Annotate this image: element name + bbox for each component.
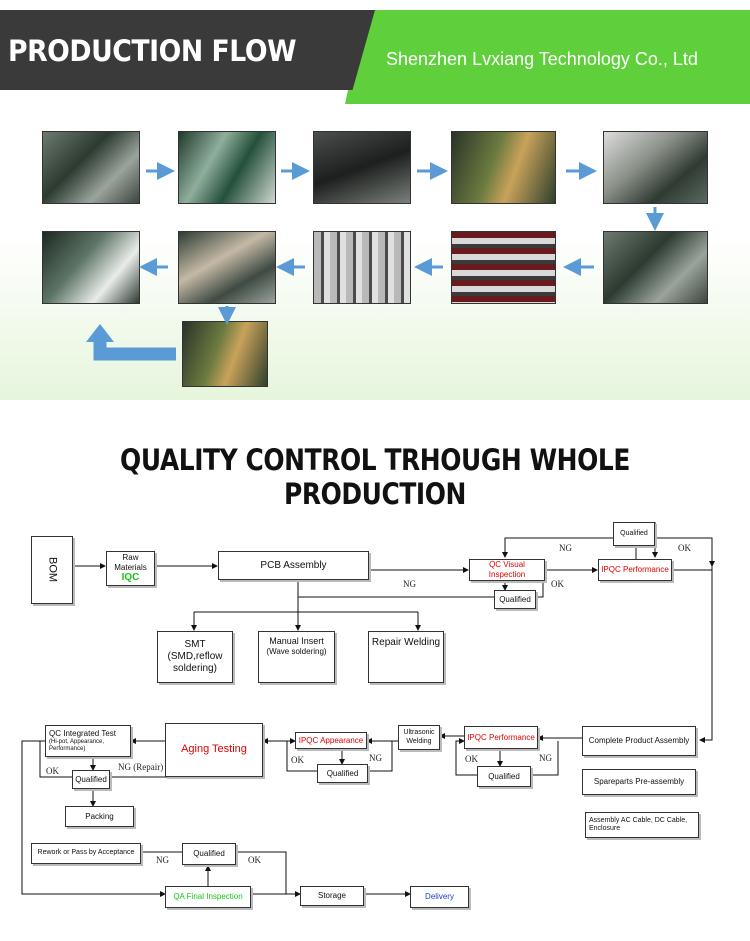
ng-label-1: NG bbox=[559, 543, 572, 553]
qc-integrated-test-box: QC Integrated Test (Hi-pot, Appearance, … bbox=[45, 725, 131, 757]
ok-label-5: OK bbox=[465, 754, 478, 764]
wave-soldering-label: (Wave soldering) bbox=[266, 646, 327, 656]
qualified-final-box: Qualified bbox=[182, 843, 236, 865]
spareparts-box: Spareparts Pre-assembly bbox=[582, 769, 696, 795]
complete-product-assembly-box: Complete Product Assembly bbox=[582, 726, 696, 756]
photo-assembly-line bbox=[603, 231, 708, 304]
header-green-banner bbox=[345, 10, 750, 104]
qc-visual-inspection-box: QC Visual Inspection bbox=[469, 559, 545, 581]
qc-section-title: QUALITY CONTROL TRHOUGH WHOLE PRODUCTION bbox=[120, 443, 630, 511]
photo-worker-testing bbox=[603, 131, 708, 204]
bom-box: BOM bbox=[31, 536, 73, 604]
manual-insert-box: Manual Insert (Wave soldering) bbox=[258, 631, 335, 683]
bom-label: BOM bbox=[46, 557, 59, 583]
repair-welding-box: Repair Welding bbox=[368, 631, 444, 683]
delivery-box: Delivery bbox=[410, 886, 469, 908]
qc-integrated-sub-label: (Hi-pot, Appearance, Performance) bbox=[49, 738, 105, 752]
packing-box: Packing bbox=[65, 806, 134, 827]
header-dark-banner bbox=[0, 10, 375, 90]
qualified-performance-box: Qualified bbox=[477, 766, 531, 787]
photo-pcb-inspection bbox=[451, 131, 556, 204]
ng-repair-label: NG (Repair) bbox=[118, 762, 164, 772]
ok-label-6: OK bbox=[248, 855, 261, 865]
ng-label-4: NG bbox=[539, 753, 552, 763]
ok-label-3: OK bbox=[46, 766, 59, 776]
ok-label-4: OK bbox=[291, 755, 304, 765]
ng-label-3: NG bbox=[369, 753, 382, 763]
qualified-top-box: Qualified bbox=[613, 522, 655, 546]
photo-pcb-insertion bbox=[178, 131, 276, 204]
photo-aging-racks bbox=[451, 231, 556, 304]
photo-warehouse-shelves bbox=[42, 131, 140, 204]
photo-soldering-machine bbox=[313, 131, 411, 204]
raw-materials-box: Raw Materials IQC bbox=[106, 551, 155, 586]
storage-box: Storage bbox=[300, 886, 364, 906]
iqc-label: IQC bbox=[121, 572, 140, 584]
ok-label-1: OK bbox=[678, 543, 691, 553]
ipqc-performance-top-box: IPQC Performance bbox=[598, 559, 672, 581]
ng-label-5: NG bbox=[156, 855, 169, 865]
qualified-integrated-box: Qualified bbox=[72, 770, 110, 789]
arrow-return bbox=[93, 340, 176, 361]
ok-label-2: OK bbox=[551, 579, 564, 589]
ultrasonic-welding-box: Ultrasonic Welding bbox=[398, 725, 440, 750]
qa-final-inspection-box: QA Final Inspection bbox=[165, 886, 251, 908]
qualified-visual-box: Qualified bbox=[494, 590, 536, 609]
photo-hipot-testing bbox=[178, 231, 276, 304]
ipqc-performance-mid-box: IPQC Performance bbox=[464, 726, 538, 749]
ng-label-2: NG bbox=[403, 579, 416, 589]
pcb-assembly-box: PCB Assembly bbox=[218, 551, 369, 580]
manual-insert-label: Manual Insert bbox=[269, 636, 324, 646]
raw-materials-label: Raw Materials bbox=[114, 552, 147, 572]
rework-box: Rework or Pass by Acceptance bbox=[31, 843, 141, 864]
photo-ultrasonic-welding bbox=[313, 231, 411, 304]
aging-testing-box: Aging Testing bbox=[165, 723, 263, 777]
ipqc-appearance-box: IPQC Appearance bbox=[295, 732, 367, 749]
arrow-return-head bbox=[86, 324, 114, 342]
production-flow-title: PRODUCTION FLOW bbox=[8, 34, 297, 68]
qc-integrated-label: QC Integrated Test bbox=[49, 729, 116, 738]
company-name: Shenzhen Lvxiang Technology Co., Ltd bbox=[386, 49, 698, 69]
qualified-appearance-box: Qualified bbox=[317, 764, 368, 783]
smt-box: SMT (SMD,reflow soldering) bbox=[157, 631, 233, 683]
assembly-cable-box: Assembly AC Cable, DC Cable, Enclosure bbox=[585, 812, 699, 838]
